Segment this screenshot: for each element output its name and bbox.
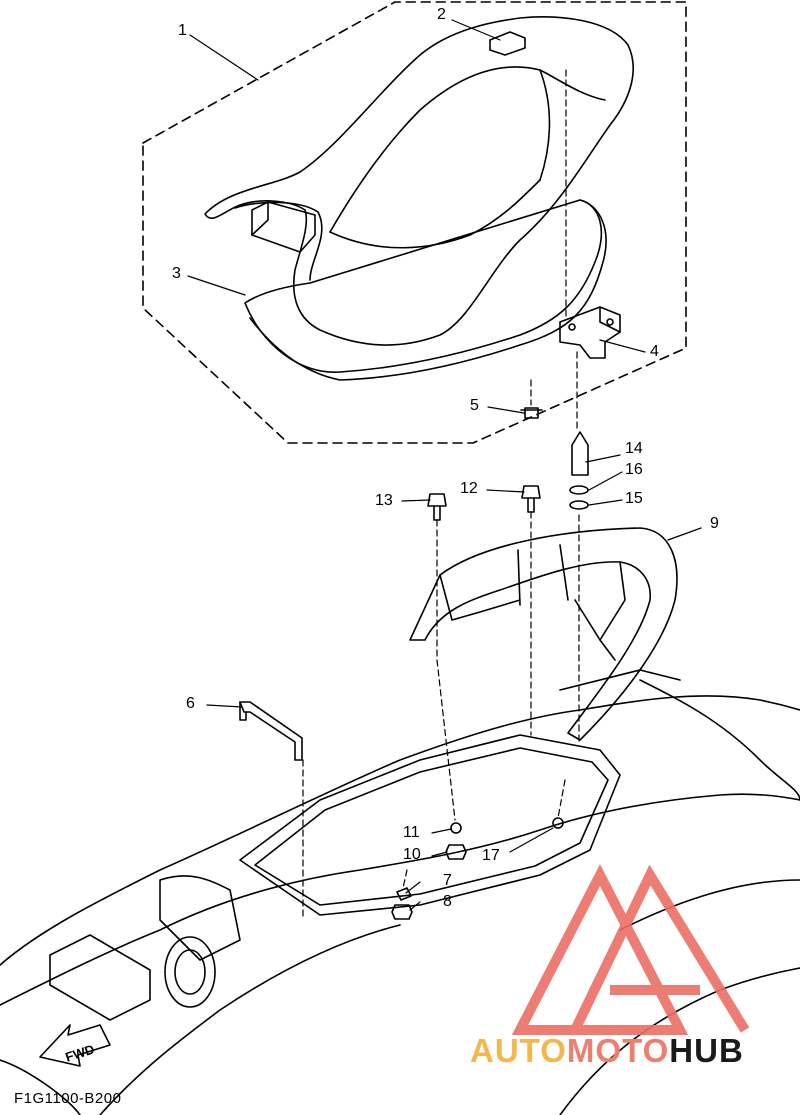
nut-17 (552, 817, 564, 829)
callout-17: 17 (482, 847, 500, 864)
grab-bar (239, 701, 303, 761)
seat (204, 16, 634, 346)
nut-8 (391, 904, 413, 920)
callout-2: 2 (437, 6, 446, 23)
callout-8: 8 (443, 893, 452, 910)
fwd-arrow (39, 1024, 111, 1067)
callout-4: 4 (650, 343, 659, 360)
washer-16 (569, 485, 589, 495)
bolt-14 (571, 431, 589, 476)
hull (0, 669, 800, 1115)
bolt-13 (427, 493, 447, 521)
bolt-12 (521, 485, 541, 513)
washer-15 (569, 500, 589, 510)
callout-3: 3 (172, 265, 181, 282)
seat-assembly-boundary (142, 1, 687, 444)
nut-11 (450, 822, 462, 834)
nut-7 (396, 887, 412, 901)
watermark-part-auto: AUTO (470, 1032, 567, 1069)
callout-13: 13 (375, 492, 393, 509)
callout-11: 11 (403, 824, 420, 841)
callout-16: 16 (625, 461, 643, 478)
callout-10: 10 (403, 846, 421, 863)
callout-15: 15 (625, 490, 643, 507)
watermark-text: AUTOMOTOHUB (470, 1032, 744, 1070)
callout-14: 14 (625, 440, 643, 457)
callout-9: 9 (710, 515, 719, 532)
watermark-part-hub: HUB (669, 1032, 744, 1069)
callout-7: 7 (443, 872, 452, 889)
screw-5 (520, 407, 543, 419)
seat-base (244, 199, 607, 381)
bracket (559, 306, 621, 359)
watermark-logo-icon (511, 864, 750, 1035)
watermark-part-moto: MOTO (566, 1032, 670, 1069)
callout-1: 1 (178, 22, 187, 39)
callout-12: 12 (460, 480, 478, 497)
grab-rail (409, 527, 678, 741)
callout-5: 5 (470, 397, 479, 414)
figure-code: F1G1100-B200 (14, 1090, 122, 1107)
callout-6: 6 (186, 695, 195, 712)
